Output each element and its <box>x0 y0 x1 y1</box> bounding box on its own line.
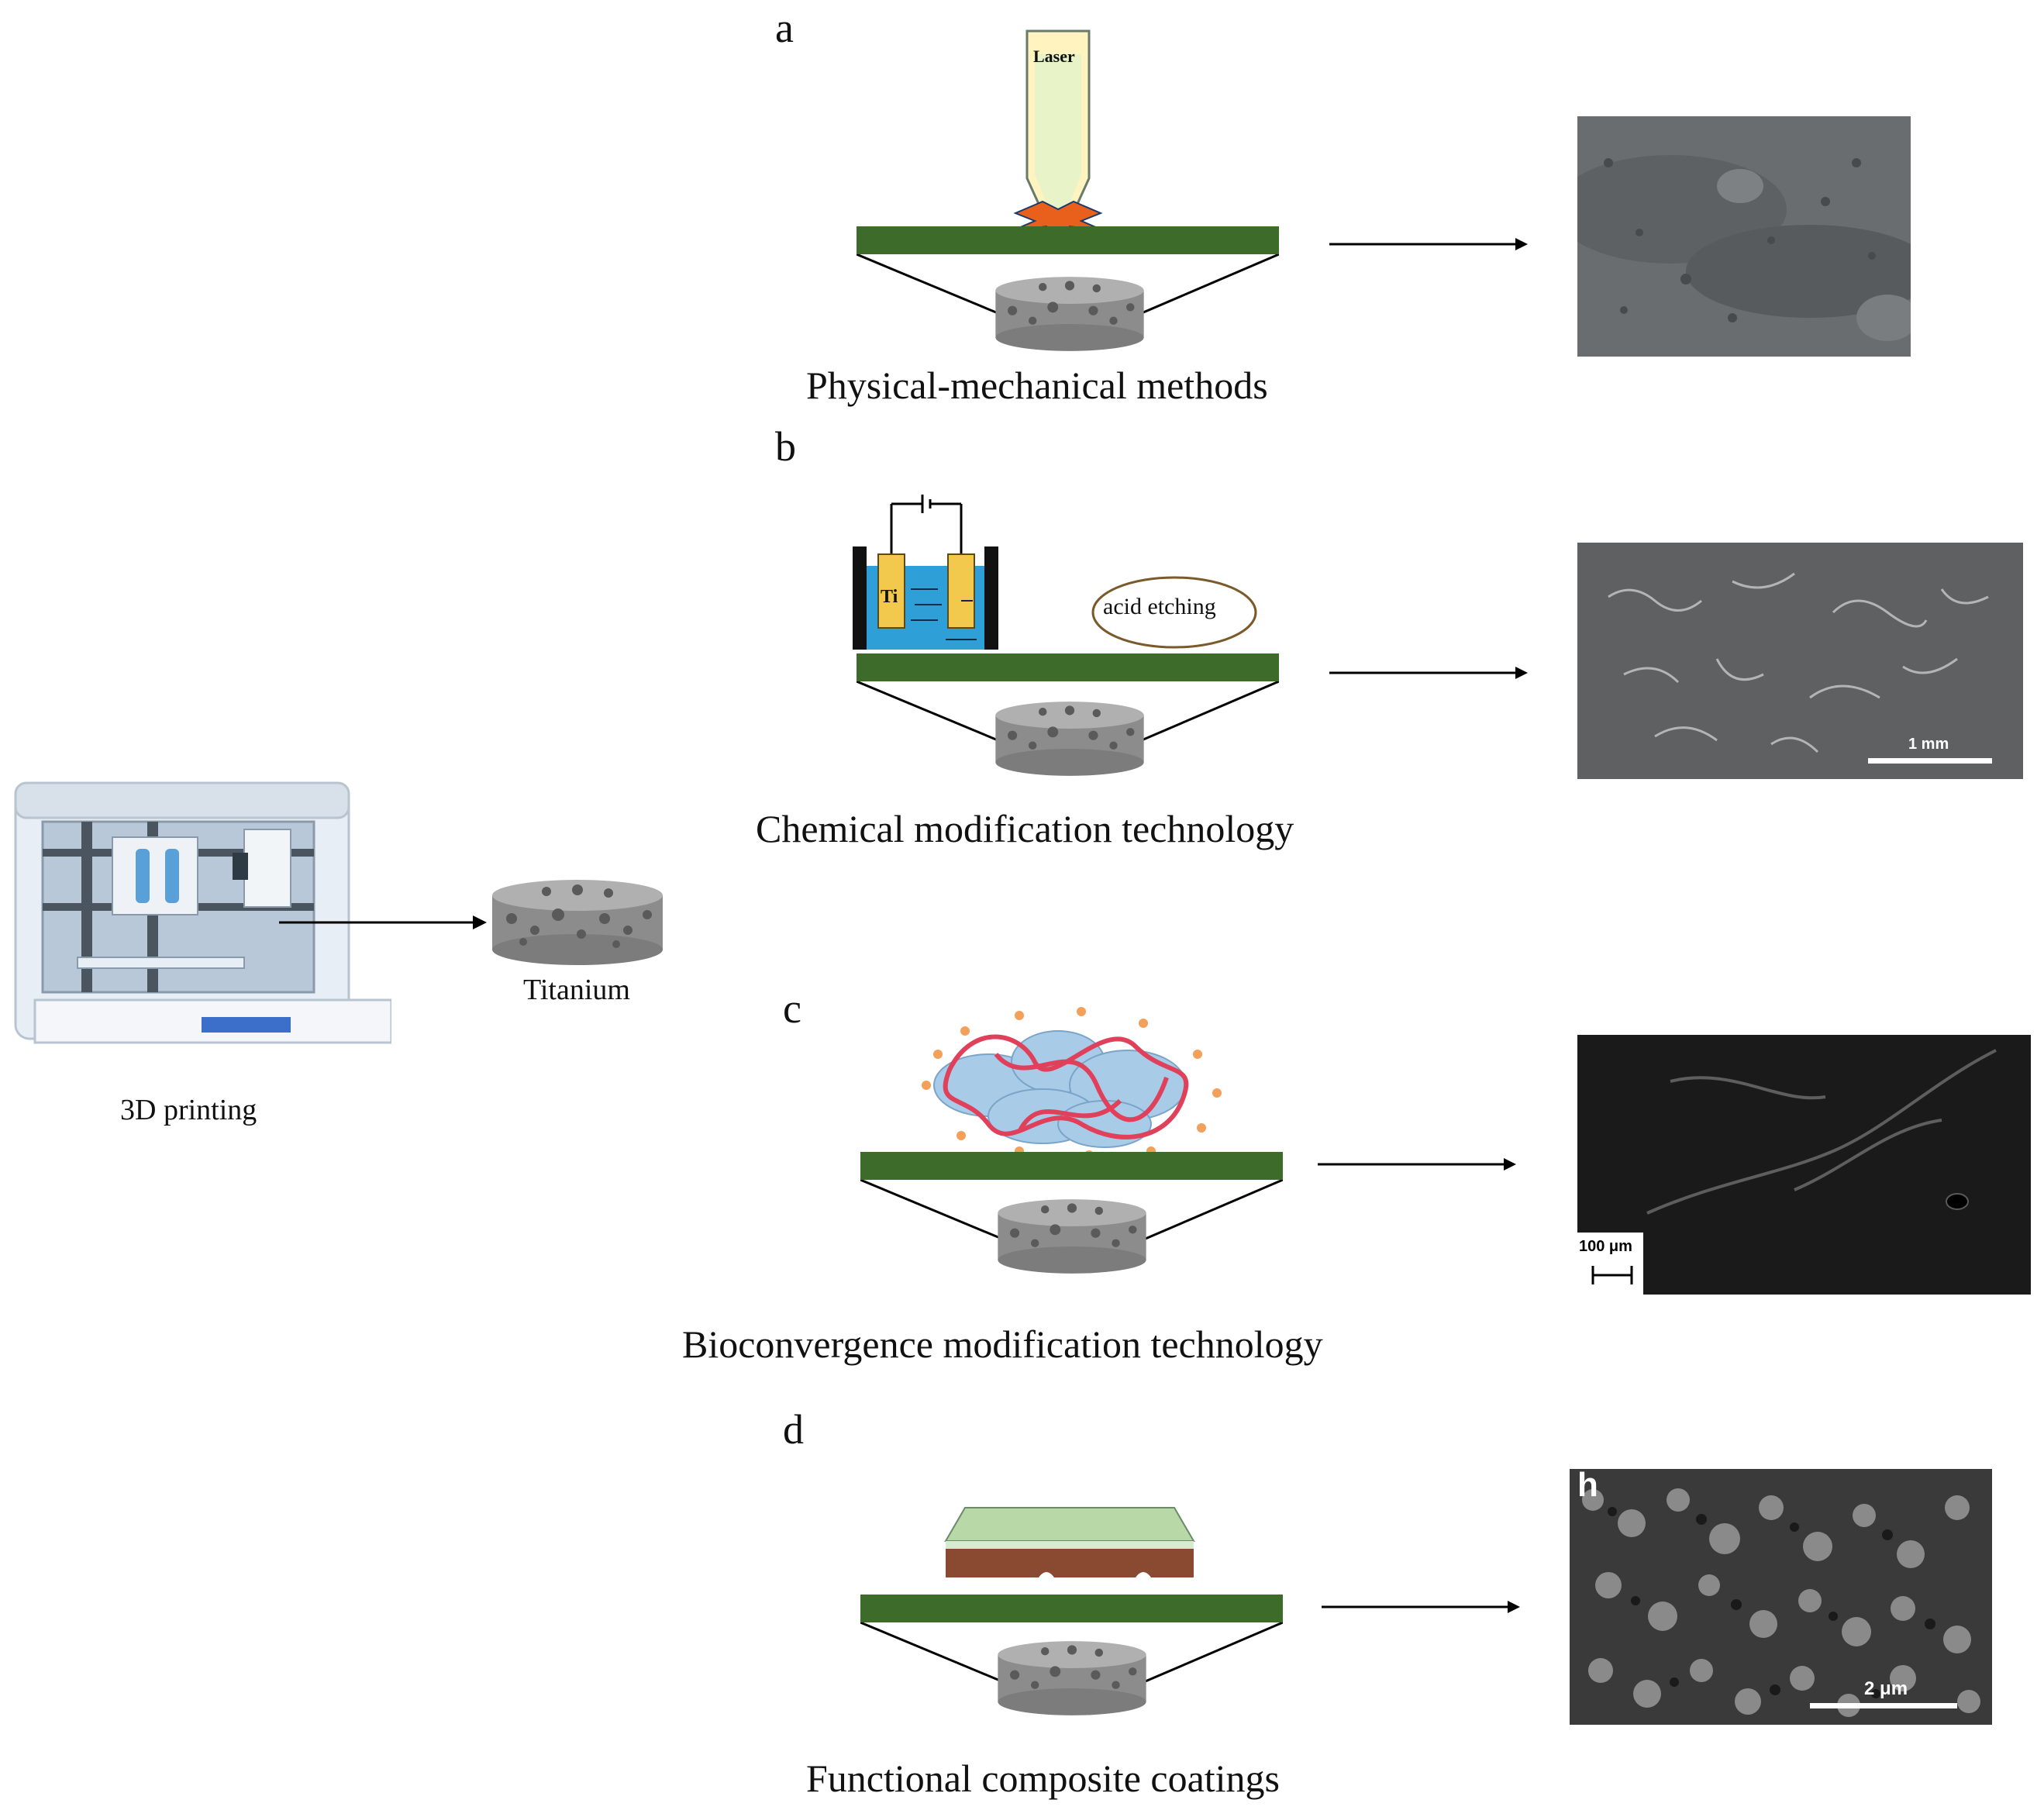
panel-a-scaffold-icon <box>995 277 1144 351</box>
panel-c-sem-image: 100 μm <box>1577 1035 2031 1295</box>
panel-c-letter: c <box>783 985 801 1032</box>
panel-a-substrate <box>857 226 1279 254</box>
panel-a-arrow <box>1329 238 1528 250</box>
ti-electrode-label: Ti <box>881 587 898 607</box>
panel-b-letter: b <box>775 423 796 470</box>
panel-c-arrow <box>1318 1158 1516 1171</box>
panel-c-scale-label: 100 μm <box>1579 1238 1632 1255</box>
panel-d-scaffold-icon <box>998 1641 1146 1715</box>
panel-d-letter: d <box>783 1406 804 1453</box>
printer-to-titanium-arrow <box>279 915 487 929</box>
acid-etching-bubble <box>1091 576 1257 649</box>
titanium-caption: Titanium <box>523 974 630 1006</box>
panel-d-sem-image: h 2 μm <box>1570 1469 1992 1725</box>
panel-a-caption: Physical-mechanical methods <box>806 364 1268 407</box>
panel-b-substrate <box>857 653 1279 681</box>
panel-d-substrate <box>860 1595 1283 1622</box>
panel-b-caption: Chemical modification technology <box>756 807 1294 850</box>
electrochemical-cell-diagram <box>853 495 998 650</box>
composite-coating-diagram <box>944 1507 1195 1577</box>
panel-d-arrow <box>1322 1601 1520 1613</box>
biomolecule-cluster-diagram <box>922 1007 1222 1160</box>
panel-b-arrow <box>1329 667 1528 679</box>
panel-b-sem-image: 1 mm <box>1577 543 2023 779</box>
laser-beam-diagram <box>1011 29 1105 240</box>
panel-c-substrate <box>860 1152 1283 1180</box>
titanium-scaffold-icon <box>492 880 663 965</box>
panel-c-caption: Bioconvergence modification technology <box>682 1322 1323 1366</box>
printer-caption: 3D printing <box>120 1094 257 1126</box>
panel-c-scaffold-icon <box>998 1199 1146 1274</box>
panel-d-scale-label: 2 μm <box>1864 1678 1908 1699</box>
acid-etching-label: acid etching <box>1103 594 1216 619</box>
3d-printer-illustration <box>14 781 391 1044</box>
panel-d-corner-label: h <box>1577 1469 1598 1504</box>
panel-b-scale-label: 1 mm <box>1908 736 1949 753</box>
panel-b-scaffold-icon <box>995 702 1144 776</box>
panel-a-sem-image <box>1577 116 1911 357</box>
panel-a-letter: a <box>775 5 794 51</box>
panel-d-caption: Functional composite coatings <box>806 1757 1281 1800</box>
laser-label: Laser <box>1033 47 1075 66</box>
